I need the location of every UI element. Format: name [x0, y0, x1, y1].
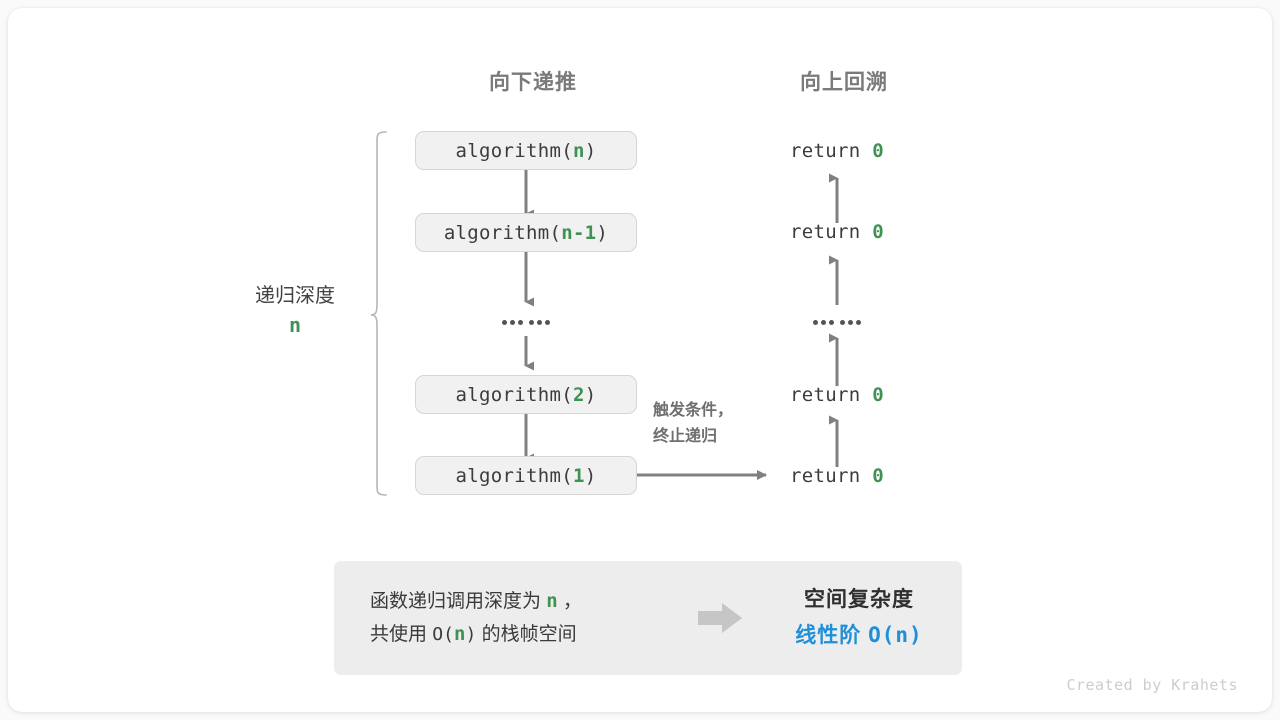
summary-description: 函数递归调用深度为 n ， 共使用 O(n) 的栈帧空间 — [334, 585, 684, 652]
call-box-arg: 1 — [572, 464, 585, 487]
call-box-prefix: algorithm( — [455, 383, 573, 406]
call-box-prefix: algorithm( — [443, 221, 562, 244]
summary-line1-n: n — [546, 589, 558, 612]
call-box-n-minus-1[interactable]: algorithm(n-1) — [415, 213, 637, 252]
summary-line2-close: ) — [465, 624, 477, 645]
right-block-arrow-icon — [684, 603, 756, 633]
credit-text: Created by Krahets — [1066, 676, 1238, 694]
trigger-condition-note: 触发条件， 终止递归 — [653, 398, 733, 451]
ellipsis-left — [502, 318, 550, 326]
call-box-arg: n — [572, 139, 585, 162]
summary-result-notation: O(n) — [868, 623, 923, 647]
ellipsis-right — [813, 318, 861, 326]
call-box-suffix: ) — [584, 464, 597, 487]
call-box-arg: n-1 — [561, 221, 597, 244]
summary-result-order: 线性阶 — [795, 624, 862, 647]
trigger-note-line1: 触发条件， — [653, 402, 734, 419]
return-keyword: return — [790, 384, 861, 406]
summary-line2-open: O( — [432, 624, 454, 645]
recursion-depth-value: n — [288, 313, 302, 337]
summary-result-value: 线性阶 O(n) — [756, 618, 962, 654]
column-header-descend: 向下递推 — [489, 71, 577, 94]
diagram-card: 向下递推 向上回溯 — [8, 8, 1272, 712]
call-box-prefix: algorithm( — [455, 464, 573, 487]
return-value: 0 — [872, 384, 884, 406]
summary-panel: 函数递归调用深度为 n ， 共使用 O(n) 的栈帧空间 空间复杂度 线性阶 O… — [334, 561, 962, 675]
return-value: 0 — [872, 140, 884, 162]
recursion-depth-text: 递归深度 — [255, 285, 335, 307]
call-box-1[interactable]: algorithm(1) — [415, 456, 637, 495]
call-box-suffix: ) — [596, 221, 609, 244]
return-label-second: return 0 — [790, 221, 884, 243]
summary-line1-comma: ， — [563, 590, 583, 612]
summary-line-1: 函数递归调用深度为 n ， — [370, 585, 684, 618]
column-header-ascend: 向上回溯 — [800, 71, 888, 94]
return-keyword: return — [790, 465, 861, 487]
summary-line2-text: 共使用 — [370, 624, 428, 645]
summary-result-title: 空间复杂度 — [804, 588, 914, 612]
call-box-suffix: ) — [584, 139, 597, 162]
trigger-note-line2: 终止递归 — [653, 428, 718, 446]
return-label-top: return 0 — [790, 140, 884, 162]
return-value: 0 — [872, 465, 884, 487]
summary-result: 空间复杂度 线性阶 O(n) — [756, 582, 962, 653]
summary-line2-n: n — [453, 623, 466, 645]
return-label-third: return 0 — [790, 384, 884, 406]
return-label-bottom: return 0 — [790, 465, 884, 487]
summary-line-2: 共使用 O(n) 的栈帧空间 — [370, 618, 684, 651]
recursion-depth-label: 递归深度 n — [230, 282, 360, 340]
summary-line2-tail: 的栈帧空间 — [481, 624, 577, 645]
call-box-prefix: algorithm( — [455, 139, 573, 162]
call-box-suffix: ) — [584, 383, 597, 406]
summary-line1-text: 函数递归调用深度为 — [370, 590, 542, 612]
call-box-2[interactable]: algorithm(2) — [415, 375, 637, 414]
call-box-n[interactable]: algorithm(n) — [415, 131, 637, 170]
return-keyword: return — [790, 221, 861, 243]
return-value: 0 — [872, 221, 884, 243]
return-keyword: return — [790, 140, 861, 162]
call-box-arg: 2 — [572, 383, 585, 406]
